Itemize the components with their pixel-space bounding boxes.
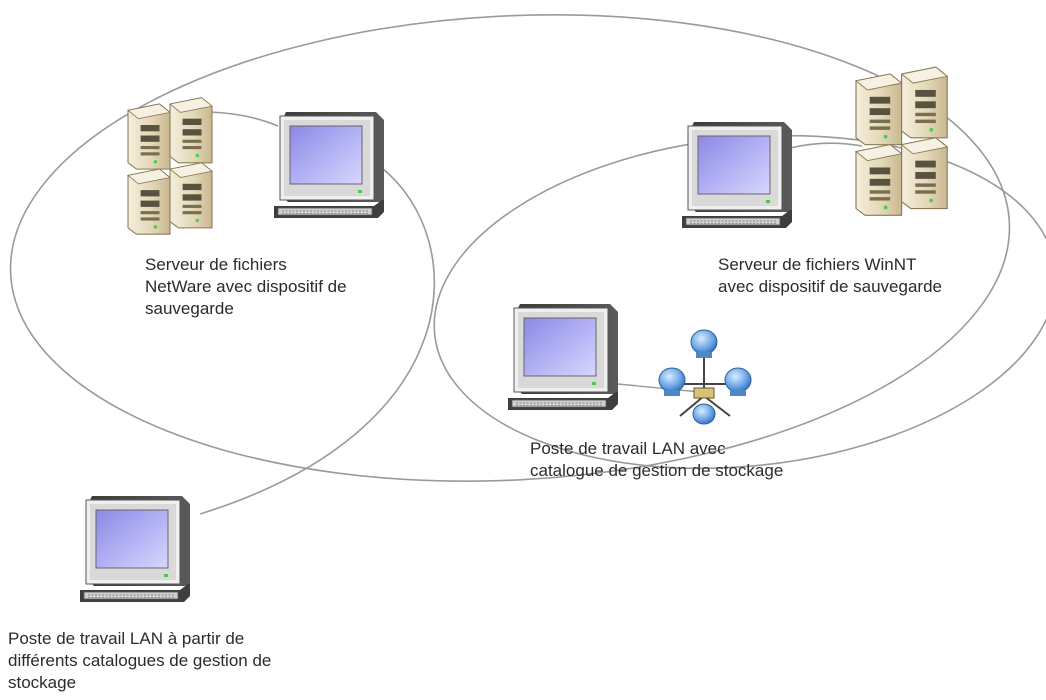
network-hub-icon <box>658 329 752 425</box>
lan-workstation-catalog-label: Poste de travail LAN avec catalogue de g… <box>530 438 783 482</box>
link-winnt-pc-to-servers <box>789 142 863 149</box>
lan-workstation-multi-computer-icon <box>79 495 191 603</box>
winnt-server-icon <box>856 67 947 215</box>
winnt-server-label-line-2: avec dispositif de sauvegarde <box>718 277 942 296</box>
lan-workstation-catalog-computer-icon <box>507 303 619 411</box>
netware-server-label-line-1: Serveur de fichiers <box>145 255 287 274</box>
winnt-server-label: Serveur de fichiers WinNT avec dispositi… <box>718 254 942 298</box>
netware-server-label: Serveur de fichiers NetWare avec disposi… <box>145 254 347 320</box>
winnt-desktop-computer-icon <box>681 121 793 229</box>
link-netware-pc-to-remote-pc <box>199 167 436 515</box>
link-workstation-to-hub <box>617 383 701 393</box>
netware-server-label-line-2: NetWare avec dispositif de <box>145 277 347 296</box>
network-segment-left-ellipse <box>9 14 1011 482</box>
lan-workstation-multi-label: Poste de travail LAN à partir de différe… <box>8 628 271 694</box>
winnt-server-label-line-1: Serveur de fichiers WinNT <box>718 255 917 274</box>
netware-server-label-line-3: sauvegarde <box>145 299 234 318</box>
netware-server-icon <box>128 98 212 235</box>
lan-workstation-catalog-label-line-2: catalogue de gestion de stockage <box>530 461 784 480</box>
netware-desktop-computer-icon <box>273 111 385 219</box>
lan-workstation-multi-label-line-3: stockage <box>8 673 77 692</box>
lan-workstation-multi-label-line-2: différents catalogues de gestion de <box>8 651 272 670</box>
lan-workstation-catalog-label-line-1: Poste de travail LAN avec <box>530 439 726 458</box>
lan-workstation-multi-label-line-1: Poste de travail LAN à partir de <box>8 629 245 648</box>
